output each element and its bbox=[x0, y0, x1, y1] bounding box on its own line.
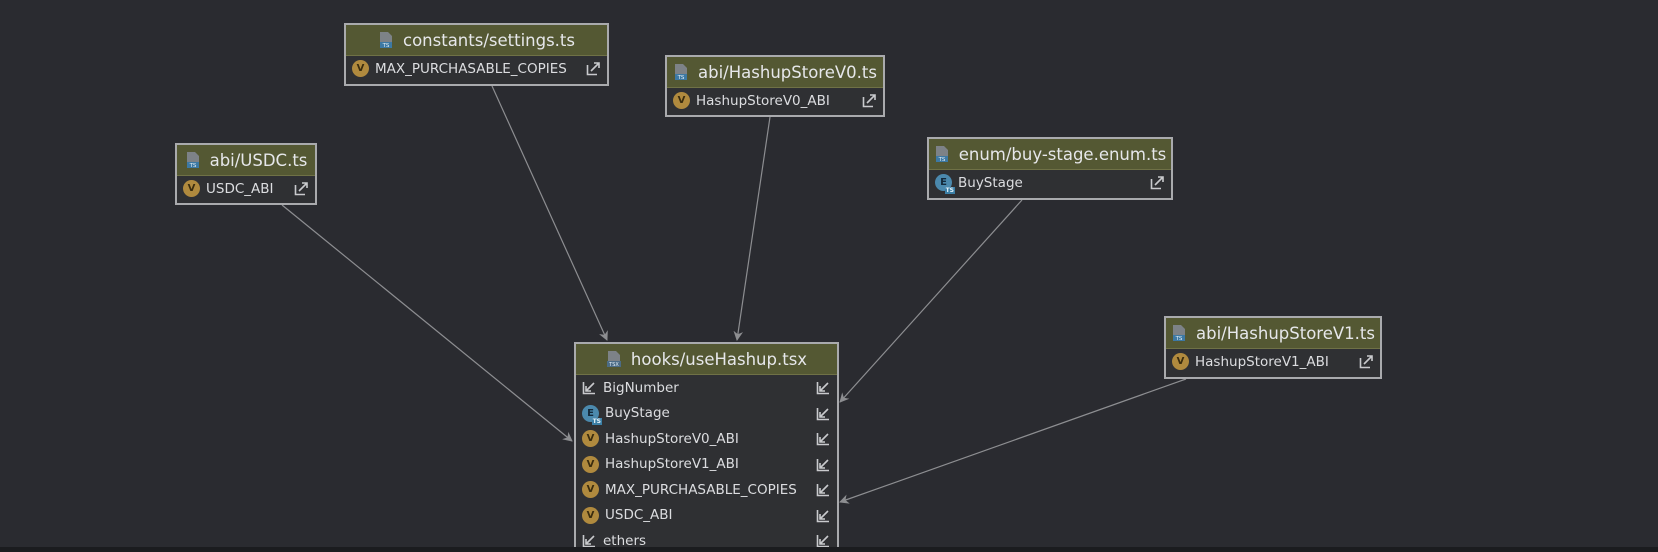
export-arrow-icon[interactable] bbox=[1150, 175, 1165, 190]
node-title: enum/buy-stage.enum.ts bbox=[958, 144, 1167, 164]
node-row-import[interactable]: ethers bbox=[576, 528, 837, 550]
node-row-import[interactable]: BigNumber bbox=[576, 375, 837, 401]
export-arrow-icon[interactable] bbox=[294, 181, 309, 196]
edge-storev0-to-hook bbox=[733, 116, 771, 341]
node-header[interactable]: TS abi/HashupStoreV0.ts bbox=[667, 57, 883, 88]
node-title: constants/settings.ts bbox=[403, 30, 575, 50]
edge-buystage-to-hook bbox=[839, 199, 1023, 403]
export-arrow-icon[interactable] bbox=[586, 61, 601, 76]
node-hooks-usehashup[interactable]: TSX hooks/useHashup.tsx BigNumber E BuyS… bbox=[574, 342, 839, 552]
node-constants-settings[interactable]: TS constants/settings.ts V MAX_PURCHASAB… bbox=[344, 23, 609, 86]
variable-icon: V bbox=[582, 481, 599, 499]
node-abi-hashupstorev0[interactable]: TS abi/HashupStoreV0.ts V HashupStoreV0_… bbox=[665, 55, 885, 117]
import-arrow-icon bbox=[582, 382, 595, 395]
node-row-import[interactable]: V HashupStoreV0_ABI bbox=[576, 426, 837, 452]
import-arrow-icon[interactable] bbox=[816, 406, 831, 421]
export-label: BuyStage bbox=[958, 174, 1023, 191]
variable-icon: V bbox=[582, 506, 599, 524]
import-label: HashupStoreV1_ABI bbox=[605, 456, 739, 473]
export-label: HashupStoreV1_ABI bbox=[1195, 353, 1329, 370]
import-label: BuyStage bbox=[605, 405, 670, 422]
import-label: ethers bbox=[603, 532, 647, 549]
svg-text:TS: TS bbox=[937, 157, 945, 163]
svg-text:TS: TS bbox=[677, 75, 685, 81]
node-row-import[interactable]: V MAX_PURCHASABLE_COPIES bbox=[576, 477, 837, 503]
node-header[interactable]: TSX hooks/useHashup.tsx bbox=[576, 344, 837, 375]
export-arrow-icon[interactable] bbox=[862, 93, 877, 108]
export-label: HashupStoreV0_ABI bbox=[696, 92, 830, 109]
import-arrow-icon bbox=[582, 535, 595, 548]
variable-icon: V bbox=[352, 60, 369, 78]
import-label: BigNumber bbox=[603, 379, 679, 396]
typescript-file-icon: TS bbox=[675, 64, 688, 81]
node-title: hooks/useHashup.tsx bbox=[630, 349, 808, 369]
variable-icon: V bbox=[1172, 353, 1189, 371]
variable-icon: V bbox=[673, 92, 690, 110]
import-label: HashupStoreV0_ABI bbox=[605, 430, 739, 447]
typescript-file-icon: TS bbox=[380, 32, 392, 49]
import-arrow-icon[interactable] bbox=[816, 533, 831, 548]
edge-settings-to-hook bbox=[491, 85, 608, 341]
variable-icon: V bbox=[582, 455, 599, 473]
node-row-export[interactable]: E BuyStage bbox=[929, 170, 1171, 196]
export-arrow-icon[interactable] bbox=[1359, 354, 1374, 369]
variable-icon: V bbox=[183, 180, 200, 198]
import-arrow-icon[interactable] bbox=[816, 482, 831, 497]
tsx-file-icon: TSX bbox=[606, 351, 621, 368]
node-abi-hashupstorev1[interactable]: TS abi/HashupStoreV1.ts V HashupStoreV1_… bbox=[1164, 316, 1382, 379]
enum-icon: E bbox=[935, 174, 955, 195]
node-header[interactable]: TS abi/USDC.ts bbox=[177, 145, 315, 176]
edge-storev1-to-hook bbox=[839, 378, 1187, 504]
node-header[interactable]: TS abi/HashupStoreV1.ts bbox=[1166, 318, 1380, 349]
import-label: USDC_ABI bbox=[605, 507, 673, 524]
svg-text:TS: TS bbox=[188, 163, 196, 169]
node-row-export[interactable]: V USDC_ABI bbox=[177, 176, 315, 202]
enum-icon: E bbox=[582, 404, 602, 425]
edge-usdc-to-hook bbox=[281, 204, 573, 442]
import-arrow-icon[interactable] bbox=[816, 431, 831, 446]
export-label: MAX_PURCHASABLE_COPIES bbox=[375, 60, 567, 77]
bottom-edge-bar bbox=[0, 547, 1658, 552]
variable-icon: V bbox=[582, 430, 599, 448]
node-enum-buy-stage[interactable]: TS enum/buy-stage.enum.ts E BuyStage bbox=[927, 137, 1173, 200]
import-label: MAX_PURCHASABLE_COPIES bbox=[605, 481, 797, 498]
node-abi-usdc[interactable]: TS abi/USDC.ts V USDC_ABI bbox=[175, 143, 317, 205]
node-row-export[interactable]: V HashupStoreV0_ABI bbox=[667, 88, 883, 114]
typescript-file-icon: TS bbox=[1173, 325, 1186, 342]
svg-text:TS: TS bbox=[1175, 336, 1183, 342]
node-row-import[interactable]: V HashupStoreV1_ABI bbox=[576, 452, 837, 478]
node-row-export[interactable]: V HashupStoreV1_ABI bbox=[1166, 349, 1380, 375]
typescript-file-icon: TS bbox=[186, 152, 199, 169]
svg-text:TSX: TSX bbox=[608, 362, 619, 368]
svg-text:TS: TS bbox=[382, 43, 390, 49]
node-row-export[interactable]: V MAX_PURCHASABLE_COPIES bbox=[346, 56, 607, 82]
node-row-import[interactable]: E BuyStage bbox=[576, 401, 837, 427]
import-arrow-icon[interactable] bbox=[816, 457, 831, 472]
node-row-import[interactable]: V USDC_ABI bbox=[576, 503, 837, 529]
node-title: abi/USDC.ts bbox=[209, 150, 308, 170]
export-label: USDC_ABI bbox=[206, 180, 274, 197]
import-arrow-icon[interactable] bbox=[816, 508, 831, 523]
node-header[interactable]: TS enum/buy-stage.enum.ts bbox=[929, 139, 1171, 170]
import-arrow-icon[interactable] bbox=[816, 380, 831, 395]
node-title: abi/HashupStoreV1.ts bbox=[1196, 323, 1375, 343]
typescript-file-icon: TS bbox=[935, 146, 948, 163]
node-title: abi/HashupStoreV0.ts bbox=[698, 62, 877, 82]
node-header[interactable]: TS constants/settings.ts bbox=[346, 25, 607, 56]
